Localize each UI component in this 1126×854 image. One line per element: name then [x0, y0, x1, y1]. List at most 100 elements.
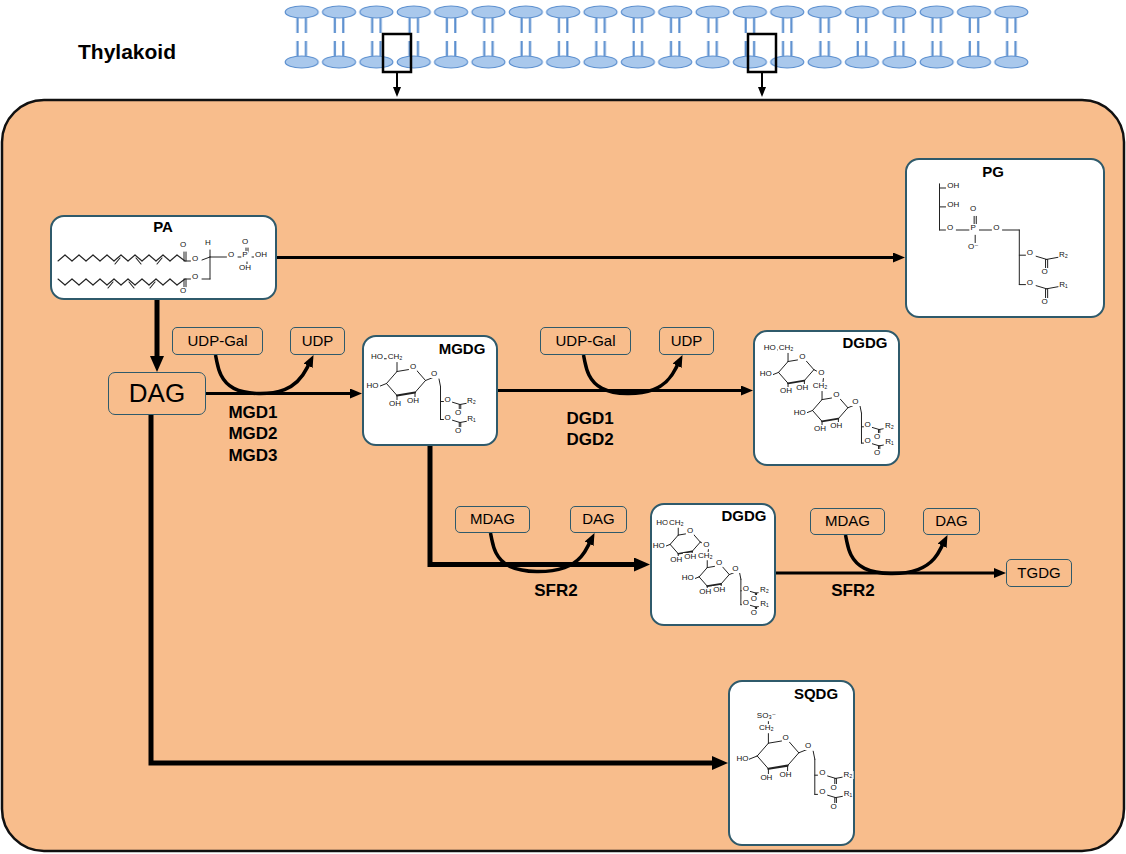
atom-label: R₂	[759, 586, 770, 594]
bond-line	[1019, 230, 1020, 285]
cofactor-arrow	[584, 355, 679, 393]
bond-line	[210, 250, 211, 257]
atom-label: O	[179, 241, 187, 249]
atom-label: O	[179, 287, 187, 295]
bond-line	[142, 279, 149, 285]
bond-line	[202, 257, 210, 260]
region-label: Thylakoid	[78, 40, 176, 63]
bond-line	[86, 255, 93, 261]
atom-label: O	[781, 734, 789, 742]
atom-label: R₂	[1058, 251, 1069, 259]
pathway-arrow	[277, 256, 897, 259]
atom-label: OH	[779, 771, 793, 779]
bond-line	[379, 384, 387, 387]
bond-line	[86, 279, 93, 285]
bond-line	[453, 402, 461, 404]
lipid-name: SQDG	[794, 686, 838, 703]
pathway-arrow	[155, 300, 160, 362]
atom-label: HO	[759, 370, 773, 378]
bond-line	[779, 372, 789, 383]
atom-label: O	[742, 599, 750, 607]
metabolite-name: DAG	[582, 511, 615, 528]
atom-label: O	[430, 370, 438, 378]
atom-label: O	[443, 414, 451, 422]
bond-line	[156, 279, 163, 285]
bond-line	[415, 381, 426, 393]
bond-line	[439, 379, 441, 387]
cofactor-arrow	[216, 355, 310, 393]
bond-line	[975, 235, 976, 242]
atom-label: R₁	[1058, 281, 1068, 289]
enzyme-label: MGD1 MGD2 MGD3	[228, 402, 277, 466]
bond-line	[397, 393, 415, 396]
bond-line	[149, 255, 156, 261]
metabolite-box: UDP-Gal	[172, 327, 263, 355]
metabolite-name: DAG	[935, 513, 968, 530]
bond-line	[838, 408, 848, 419]
metabolite-box: DAG	[923, 508, 980, 535]
bond-line	[670, 535, 678, 544]
atom-label: R₂	[843, 771, 854, 779]
atom-label: O	[864, 421, 872, 429]
atom-label: O	[829, 784, 837, 792]
atom-label: O	[864, 437, 872, 445]
atom-label: OH	[946, 182, 960, 190]
bond-line	[692, 542, 700, 551]
atom-label: O	[969, 205, 977, 213]
atom-label: O	[191, 273, 199, 281]
atom-label: OH	[406, 397, 420, 405]
bond-line	[1047, 287, 1059, 289]
bond-line	[135, 279, 142, 285]
atom-label: O	[443, 396, 451, 404]
metabolite-name: UDP	[302, 333, 334, 350]
bond-line	[79, 279, 86, 285]
bond-line	[788, 353, 789, 361]
atom-label: CH₂	[778, 344, 795, 352]
bond-line	[1047, 257, 1059, 259]
atom-label: O	[873, 449, 881, 457]
structure-drawing	[755, 332, 902, 468]
atom-label: O	[873, 433, 881, 441]
bond-line	[757, 743, 768, 756]
bond-line	[136, 258, 141, 264]
lipid-name: PA	[153, 219, 173, 236]
atom-label: R₂	[466, 397, 477, 405]
atom-label: O	[832, 391, 840, 399]
lipid-structure-box: DGDGHOCH₂OHOOHOHOCH₂OHOOHOHOOR₂OOR₁O	[753, 330, 900, 466]
atom-label: OH	[946, 201, 960, 209]
metabolite-box: UDP-Gal	[540, 327, 631, 355]
structure-drawing	[907, 160, 1107, 320]
atom-label: O	[227, 251, 235, 259]
bond-line	[184, 252, 185, 261]
atom-label: R₁	[466, 415, 476, 423]
atom-label: HO	[681, 574, 695, 582]
pathway-arrow	[430, 446, 640, 565]
bond-line	[806, 410, 813, 413]
bond-line	[114, 279, 121, 285]
atom-label: O	[804, 742, 812, 750]
bond-line	[779, 362, 789, 373]
bond-line	[72, 255, 79, 261]
atom-label: CH₂	[697, 552, 714, 560]
bond-line	[749, 756, 757, 759]
atom-label: H	[204, 239, 212, 247]
atom-label: R₁	[843, 790, 853, 798]
bond-line	[397, 363, 398, 372]
metabolite-name: MDAG	[825, 513, 870, 530]
atom-label: O	[702, 541, 710, 549]
bond-line	[163, 279, 170, 285]
bond-line	[128, 255, 135, 261]
atom-label: O	[191, 255, 199, 263]
bond-line	[170, 255, 177, 261]
lipid-structure-box: PAOOHOPOOHOHOO	[50, 215, 277, 300]
lipid-name: DGDG	[843, 335, 888, 352]
bond-line	[804, 370, 814, 381]
bond-line	[202, 279, 210, 280]
metabolite-box: UDP	[290, 327, 345, 355]
atom-label: CH₂	[668, 519, 685, 527]
bond-line	[93, 255, 100, 261]
atom-label: OH	[829, 422, 843, 430]
atom-label: O	[742, 585, 750, 593]
